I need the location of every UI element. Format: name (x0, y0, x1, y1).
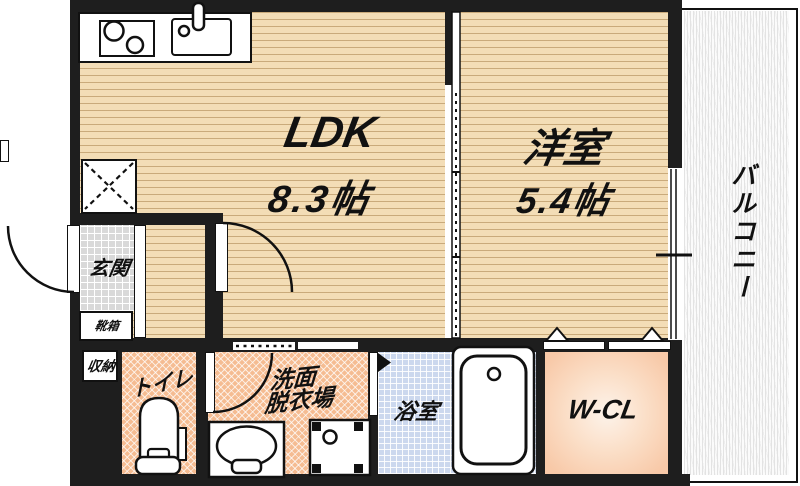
wcl-folding-door-right (608, 341, 671, 350)
ldk-size-label: 8.3帖 (264, 179, 376, 221)
entrance-step-strip (134, 225, 146, 338)
balcony-floor (684, 11, 789, 475)
washroom-opening-dotted (233, 342, 295, 350)
balcony-window (668, 168, 682, 340)
refrigerator-space-icon (81, 159, 137, 214)
bottom-wall (70, 474, 690, 486)
storage-label: 収納 (85, 358, 117, 374)
slidingdoor-wall-stub (445, 12, 453, 85)
storage-box (82, 350, 118, 382)
ldk-label: LDK (280, 108, 380, 157)
western-room-label: 洋室 (520, 127, 608, 171)
entrance-label: 玄関 (87, 258, 131, 280)
exterior-fin (0, 140, 9, 162)
bathroom-folding-door (369, 352, 378, 416)
washroom-opening-plain (298, 342, 358, 349)
walk-in-closet-floor (545, 352, 668, 474)
western-room-floor (460, 12, 668, 338)
western-room-size-label: 5.4帖 (513, 180, 615, 221)
kitchen-sink-icon (171, 18, 232, 56)
bathroom-label: 浴室 (391, 399, 441, 424)
top-wall (70, 0, 682, 12)
shoe-box-label: 靴箱 (93, 319, 121, 333)
entrance-door-leaf (67, 225, 80, 293)
kitchen-counter (78, 12, 252, 63)
shoe-box (79, 311, 133, 341)
ldk-door-leaf (215, 223, 228, 292)
entrance-top-wall (70, 213, 223, 225)
stove-icon (99, 20, 155, 57)
wcl-folding-door-left (543, 341, 605, 350)
sliding-door-track (451, 11, 461, 339)
entrance-tile-floor (80, 225, 134, 311)
washroom-door-leaf (205, 352, 215, 413)
balcony-label: バルコニー (727, 162, 756, 302)
walk-in-closet-label: W-CL (565, 394, 641, 425)
bathroom-wcl-wall (536, 338, 545, 474)
entrance-door-swing-arc (6, 225, 75, 294)
